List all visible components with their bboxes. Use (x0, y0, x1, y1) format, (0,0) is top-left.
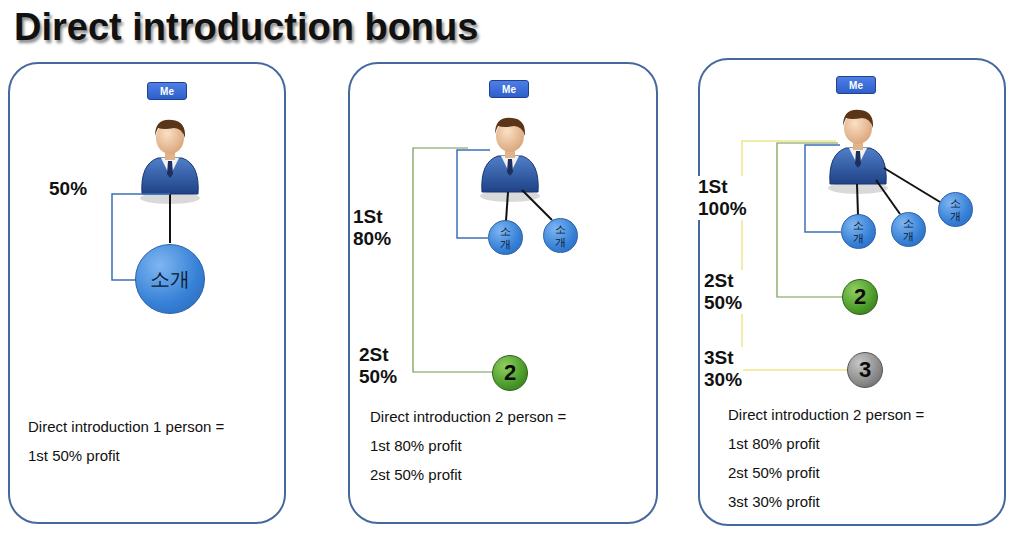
bonus-panel: Me 소개 Direct introduction 1 person = 1st 50… (8, 62, 286, 524)
circle-text: 2 (854, 284, 866, 310)
bracket-line (805, 145, 841, 232)
bracket-line (777, 143, 842, 297)
link-line (884, 168, 940, 202)
profit-line: 2st 50% profit (728, 464, 924, 481)
circle-text: 소개 (555, 223, 566, 247)
circle-text: 소개 (903, 217, 914, 241)
member-circle: 소개 (488, 220, 523, 255)
bonus-rule: Direct introduction 1 person = (28, 418, 224, 435)
panel-text: Direct introduction 2 person = 1st 80% pr… (728, 406, 924, 510)
member-circle: 소개 (841, 214, 876, 249)
percent-label: 50% (48, 178, 88, 200)
percent-label: 2St 50% (703, 270, 743, 314)
member-circle: 소개 (135, 244, 205, 314)
person-icon (140, 120, 200, 204)
bracket-line (413, 148, 492, 372)
person-icon (480, 118, 540, 202)
badge-text: Me (849, 80, 863, 91)
member-circle: 소개 (938, 192, 973, 227)
me-badge: Me (489, 80, 529, 98)
bonus-panel: Me소개소개소개23Direct introduction 2 person =… (698, 58, 1006, 526)
percent-label: 1St 100% (697, 176, 748, 220)
circle-text: 소개 (150, 266, 190, 293)
link-line (506, 192, 508, 221)
bracket-line (742, 141, 847, 370)
bonus-rule: Direct introduction 2 person = (370, 408, 566, 425)
circle-text: 3 (859, 357, 871, 383)
member-circle: 3 (847, 352, 883, 388)
me-badge: Me (836, 76, 876, 94)
badge-text: Me (502, 84, 516, 95)
panel-text: Direct introduction 1 person = 1st 50% pr… (28, 418, 224, 464)
percent-label: 2St 50% (358, 344, 398, 388)
percent-label: 1St 80% (352, 206, 392, 250)
badge-text: Me (160, 86, 174, 97)
member-circle: 소개 (543, 218, 578, 253)
profit-line: 3st 30% profit (728, 493, 924, 510)
bonus-rule: Direct introduction 2 person = (728, 406, 924, 423)
circle-text: 소개 (853, 219, 864, 243)
bracket-line (457, 150, 490, 238)
bonus-panel: Me 소개 소개 2Direct introduction 2 person = 1st… (348, 62, 658, 524)
profit-line: 1st 80% profit (728, 435, 924, 452)
panel-text: Direct introduction 2 person = 1st 80% pr… (370, 408, 566, 483)
link-line (876, 180, 900, 214)
link-line (857, 184, 858, 215)
page-title: Direct introduction bonus (14, 6, 478, 49)
member-circle: 2 (842, 279, 878, 315)
link-line (169, 194, 171, 243)
member-circle: 소개 (891, 212, 926, 247)
circle-text: 소개 (950, 197, 961, 221)
circle-text: 소개 (500, 225, 511, 249)
me-badge: Me (147, 82, 187, 100)
link-line (522, 190, 552, 220)
member-circle: 2 (492, 355, 528, 391)
circle-text: 2 (504, 360, 516, 386)
profit-line: 2st 50% profit (370, 466, 566, 483)
profit-line: 1st 50% profit (28, 447, 224, 464)
profit-line: 1st 80% profit (370, 437, 566, 454)
percent-label: 3St 30% (703, 347, 743, 391)
person-icon (828, 110, 888, 194)
